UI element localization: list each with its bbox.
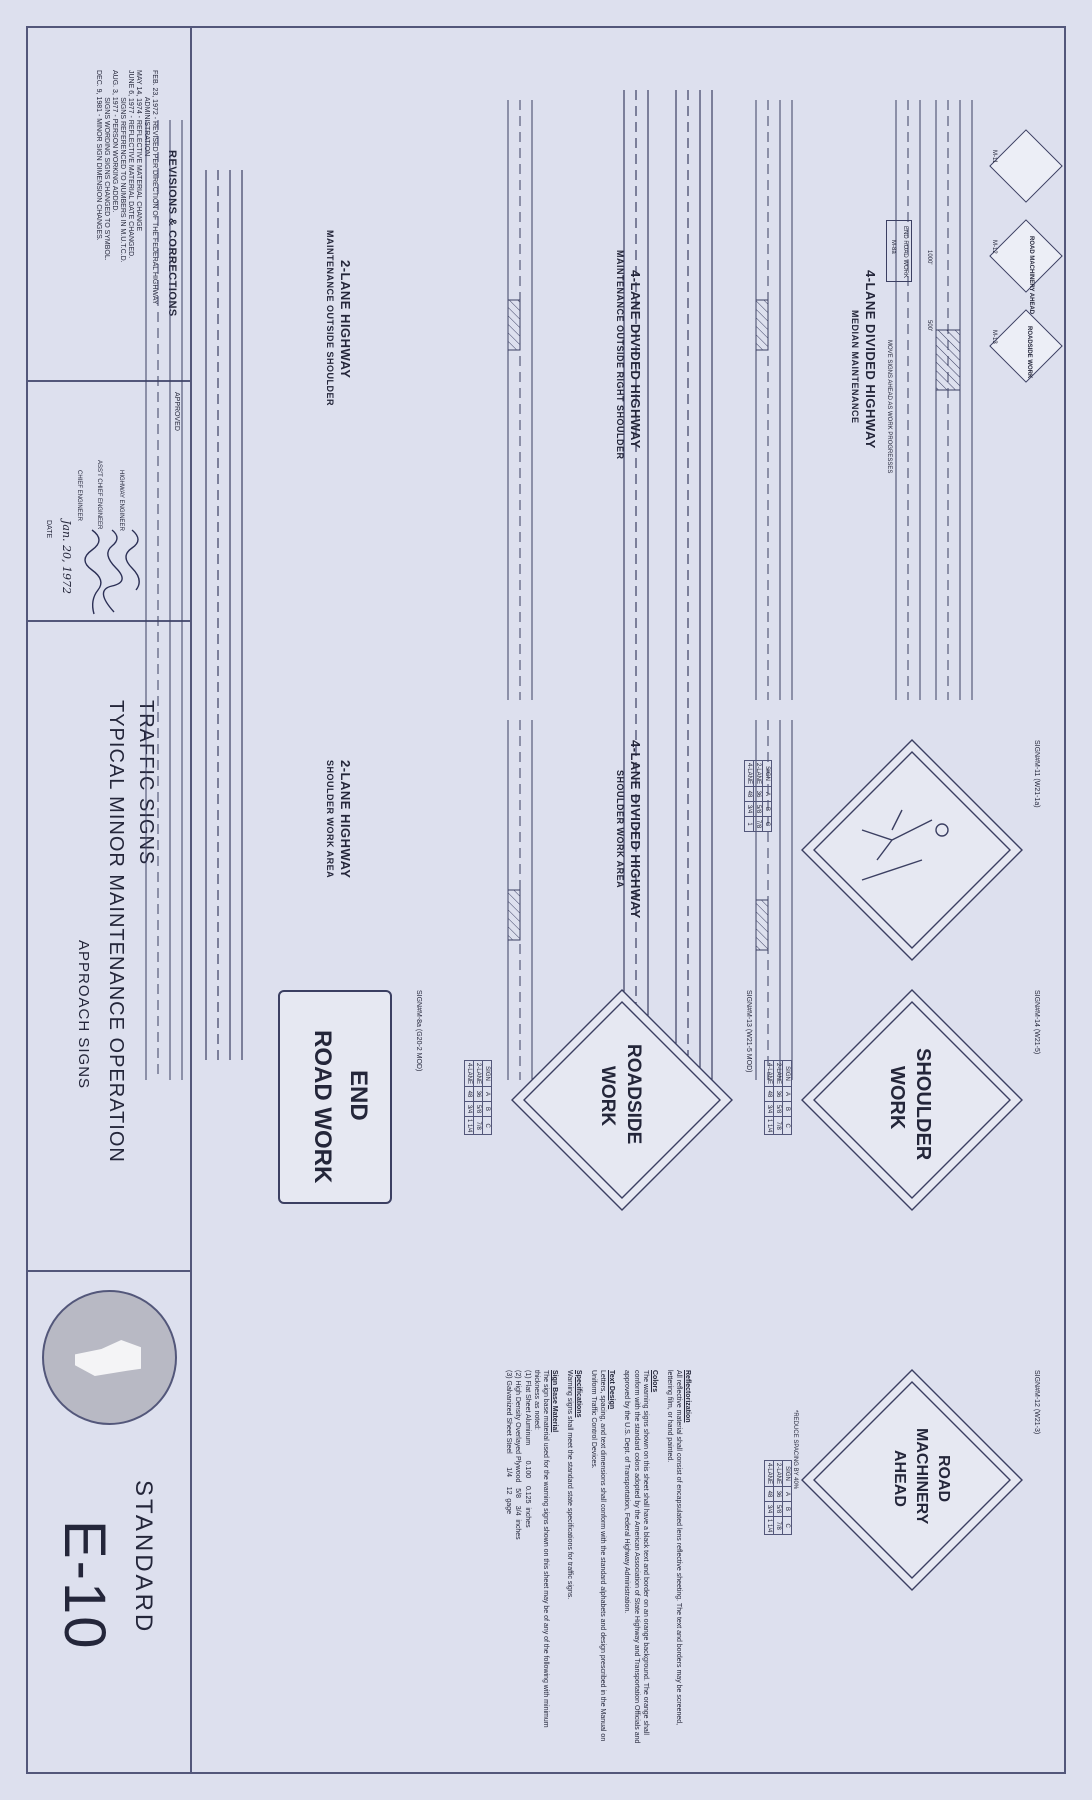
table-header: B [482,1101,492,1117]
table-header: SIGN [762,760,772,787]
table-cell: 2-LANE [473,1060,483,1087]
table-cell: 1 1/4 [464,1116,474,1135]
sign-m12-text-line2: MACHINERY [913,1428,930,1525]
notes-sign-base-item: (2) High Density Overlayed Plywood 5/8 3… [514,1370,522,1540]
sign-m13-text-line2: WORK [597,1066,618,1127]
sign-m12-label: SIGN#M-12 (W21-3) [1033,1370,1040,1435]
table-cell: 36 [753,786,763,802]
notes-heading-colors: Colors [650,1370,658,1393]
table-cell: 7/8 [473,1116,483,1135]
table-header: SIGN [782,1060,792,1087]
table-cell: 48 [744,786,754,802]
table-cell: 4-LANE [744,760,754,787]
sign-m11-label: SIGN#M-11 (W21-1a) [1033,740,1040,808]
table-header: SIGN [782,1460,792,1487]
table-header: A [782,1486,792,1502]
table-cell: 36 [473,1086,483,1102]
table-header: C [762,816,772,832]
table-cell: 3/4 [764,1101,774,1117]
table-header: B [762,801,772,817]
table-cell: 5/8 [473,1101,483,1117]
sign-m14-text-line2: WORK [886,1066,908,1130]
table-header: C [782,1116,792,1135]
sign-m12-reduce-note: *REDUCE SPACING BY 40% [792,1410,798,1490]
table-cell: 36 [773,1486,783,1502]
table-cell: 3/4 [464,1101,474,1117]
sign-m13-text-line1: ROADSIDE [623,1044,644,1145]
table-header: B [782,1501,792,1517]
table-header: SIGN [482,1060,492,1087]
table-header: A [762,786,772,802]
table-cell: 3/4 [744,801,754,817]
notes-heading-sign-base: Sign Base Material [550,1370,558,1433]
sign-m8a-line1: END [345,1070,372,1121]
table-header: C [482,1116,492,1135]
sign-m8a-label: SIGN#M-8a (G20-2 MOD) [415,990,422,1072]
table-cell: 5/8 [753,801,763,817]
sign-m8a-line2: ROAD WORK [309,1030,336,1184]
sign-m14-text-line1: SHOULDER [912,1048,934,1161]
table-cell: 36 [773,1086,783,1102]
table-cell: 1 [744,816,754,832]
table-header: A [482,1086,492,1102]
sign-m12-text-line3: AHEAD [891,1450,908,1507]
table-cell: 7/8 [773,1516,783,1535]
notes-text-design: Letters, spacing, and text dimensions sh… [590,1370,607,1742]
table-cell: 48 [764,1086,774,1102]
table-header: A [782,1086,792,1102]
table-cell: 48 [764,1486,774,1502]
notes-sign-base-item: (1) Flat Sheet Aluminum 0.100 0.125 inch… [523,1370,531,1528]
notes-sign-base-item: (3) Galvanized Sheet Steel 1/4 12 gage [505,1370,513,1514]
notes-heading-reflectorization: Reflectorization [684,1370,691,1423]
table-cell: 1 1/4 [764,1516,774,1535]
table-cell: 4-LANE [764,1460,774,1487]
specifications-notes: Reflectorization All reflective material… [504,1370,692,1750]
sign-m14-label: SIGN#M-14 (W21-5) [1033,990,1040,1055]
notes-colors: The warning signs shown on this sheet sh… [623,1370,649,1744]
table-cell: 2-LANE [773,1460,783,1487]
table-cell: 5/8 [773,1501,783,1517]
table-cell: 2-LANE [773,1060,783,1087]
table-cell: 1 1/4 [764,1116,774,1135]
table-cell: 2-LANE [753,760,763,787]
notes-sign-base: The sign base material used for the warn… [532,1370,549,1728]
table-cell: 48 [464,1086,474,1102]
table-cell: 7/8 [773,1116,783,1135]
table-header: B [782,1101,792,1117]
sign-m12-text-line1: ROAD [935,1455,952,1503]
notes-specifications: Warning signs shall meet the standard st… [565,1370,573,1600]
table-cell: 4-LANE [764,1060,774,1087]
table-cell: 5/8 [773,1101,783,1117]
notes-heading-specifications: Specifications [575,1370,583,1418]
sign-m13-label: SIGN#M-13 (W21-5 MOD) [745,990,752,1073]
notes-reflectorization: All reflective material shall consist of… [665,1370,682,1726]
table-cell: 4-LANE [464,1060,474,1087]
table-cell: 7/8 [753,816,763,832]
table-cell: 3/4 [764,1501,774,1517]
table-header: C [782,1516,792,1535]
notes-heading-text-design: Text Design [608,1370,616,1410]
